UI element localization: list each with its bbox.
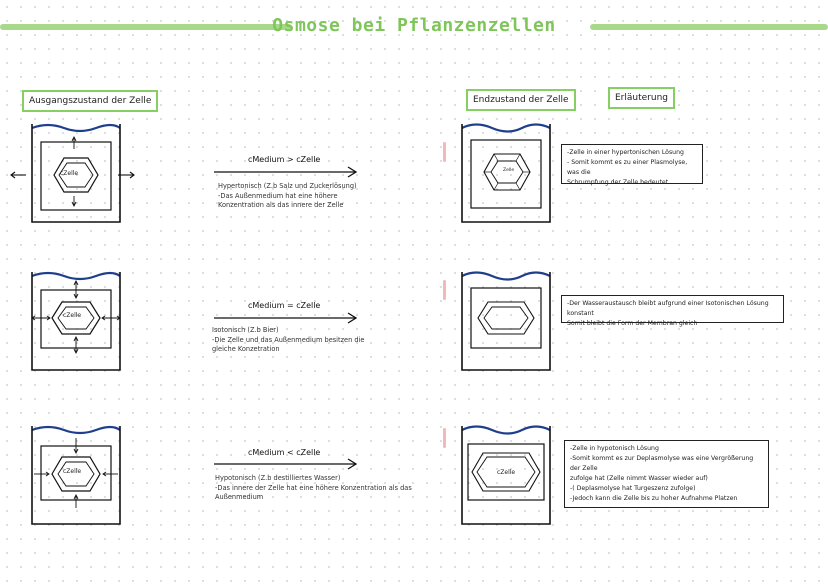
cell-label-row3-final: cZelle [497, 469, 516, 476]
note-line: gleiche Konzetration [212, 345, 280, 353]
note-row3: Hypotonisch (Z.b destilliertes Wasser) -… [215, 474, 412, 503]
formula-operator: = [286, 301, 294, 310]
page-title: Osmose bei Pflanzenzellen [272, 15, 556, 36]
water-surface [31, 425, 121, 435]
note-line: -Das innere der Zelle hat eine höhere Ko… [215, 483, 412, 492]
cell-label-row2: cZelle [63, 312, 82, 319]
explanation-line: -Zelle in einer hypertonischen Lösung [567, 149, 684, 156]
explanation-row2: -Der Wasseraustausch bleibt aufgrund ein… [561, 295, 784, 327]
beaker-final-deplasmolysis [461, 425, 551, 525]
beaker-initial-hypertonic [10, 123, 135, 223]
formula-left: cMedium [248, 301, 285, 310]
formula-row1: cMedium > cZelle [248, 155, 320, 164]
marker-row1 [443, 142, 446, 162]
title-bar-right [590, 24, 828, 30]
label-explanation: Erläuterung [608, 87, 675, 109]
note-line: Konzentration als das innere der Zelle [218, 201, 344, 209]
explanation-line: Somit bleibt die Form der Membran gleich [567, 320, 698, 327]
formula-row2: cMedium = cZelle [248, 301, 320, 310]
beaker-initial-hypotonic [31, 425, 121, 525]
formula-left: cMedium [248, 155, 285, 164]
beaker-final-plasmolysis [461, 123, 551, 223]
condition-row3: Hypotonisch (Z.b destilliertes Wasser) [215, 474, 341, 482]
formula-right: cZelle [296, 448, 321, 457]
water-surface [31, 271, 121, 281]
label-initial-state: Ausgangszustand der Zelle [22, 90, 159, 112]
condition-row1: Hypertonisch (Z.b Salz und Zuckerlösung) [218, 182, 357, 190]
cell-label-row3: cZelle [63, 468, 82, 475]
explanation-row3: -Zelle in hypotonisch Lösung -Somit komm… [564, 440, 769, 508]
explanation-line: -( Deplasmolyse hat Turgeszenz zufolge) [570, 485, 696, 492]
explanation-line: - Somit kommt es zu einer Plasmolyse, wa… [567, 159, 688, 176]
formula-operator: > [286, 155, 294, 164]
arrow-row1 [214, 166, 358, 178]
cell-label-small-row1: Zelle [503, 168, 515, 173]
condition-row2: Isotonisch (Z.b Bier) [212, 326, 279, 334]
note-line: Außenmedium [215, 493, 264, 501]
explanation-row1: -Zelle in einer hypertonischen Lösung - … [561, 144, 703, 186]
arrow-row3 [214, 458, 358, 470]
explanation-line: Schrumpfung der Zelle bedeutet [567, 179, 669, 186]
marker-row2 [443, 280, 446, 300]
formula-right: cZelle [296, 155, 321, 164]
note-row2: Isotonisch (Z.b Bier) -Die Zelle und das… [212, 326, 364, 355]
formula-right: cZelle [296, 301, 321, 310]
water-surface [31, 123, 121, 133]
water-surface [461, 425, 551, 435]
formula-row3: cMedium < cZelle [248, 448, 320, 457]
water-surface [461, 123, 551, 133]
formula-operator: < [286, 448, 294, 457]
cell-label-row1: cZelle [60, 170, 79, 177]
explanation-line: -Somit kommt es zur Deplasmolyse was ein… [570, 455, 754, 472]
marker-row3 [443, 428, 446, 448]
note-line: -Das Außenmedium hat eine höhere [218, 191, 338, 200]
arrow-row2 [214, 312, 358, 324]
note-row1: Hypertonisch (Z.b Salz und Zuckerlösung)… [218, 182, 357, 211]
beaker-final-isotonic [461, 271, 551, 371]
water-surface [461, 271, 551, 281]
formula-left: cMedium [248, 448, 285, 457]
label-final-state: Endzustand der Zelle [466, 89, 576, 111]
beaker-initial-isotonic [31, 271, 121, 371]
explanation-line: -Jedoch kann die Zelle bis zu hoher Aufn… [570, 495, 738, 502]
note-line: -Die Zelle und das Außenmedium besitzen … [212, 335, 365, 344]
explanation-line: zufolge hat (Zelle nimmt Wasser wieder a… [570, 475, 708, 482]
title-bar-left [0, 24, 292, 30]
explanation-line: -Zelle in hypotonisch Lösung [570, 445, 659, 452]
explanation-line: -Der Wasseraustausch bleibt aufgrund ein… [567, 300, 769, 317]
